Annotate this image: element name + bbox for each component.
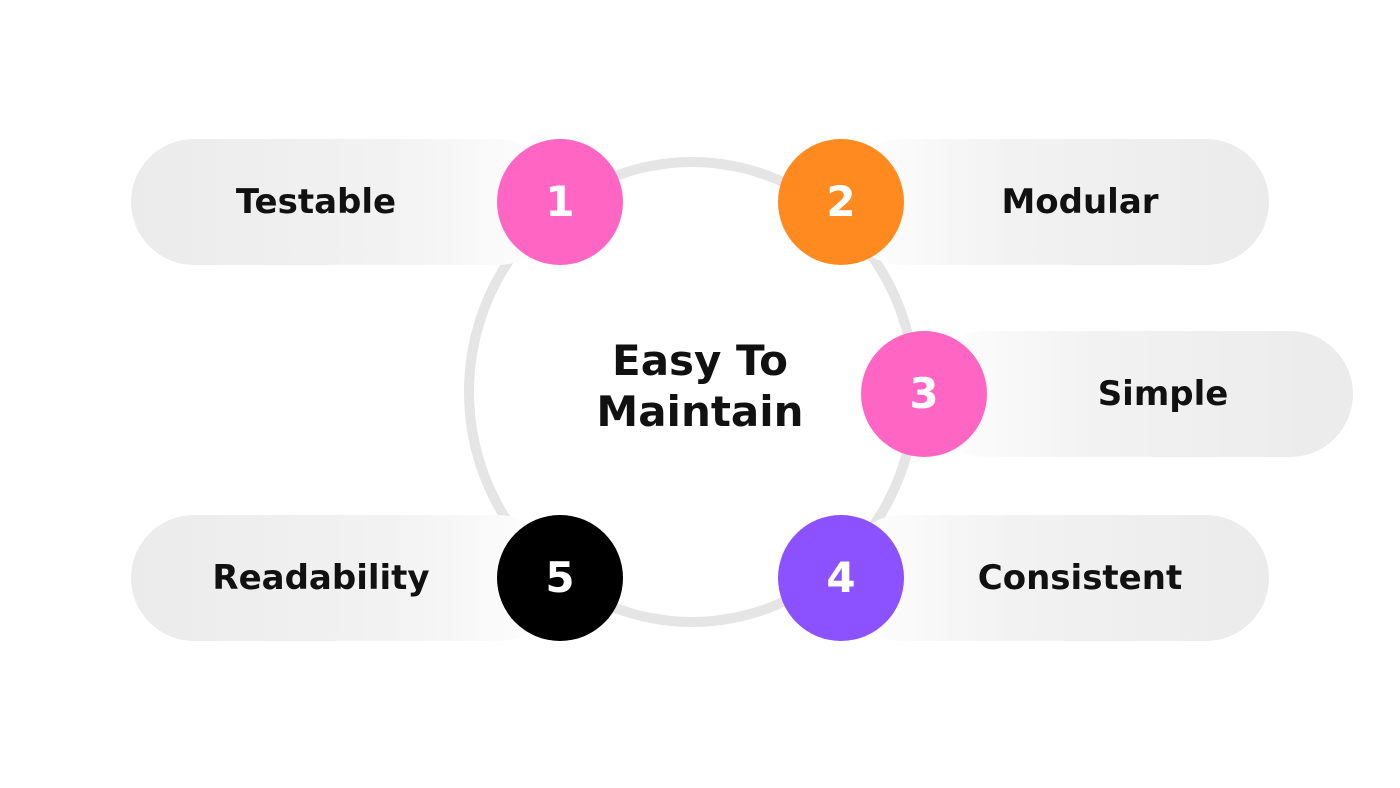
item-1-badge: 1 bbox=[497, 139, 623, 265]
item-simple-label: Simple bbox=[1097, 374, 1229, 414]
item-consistent-pill: Consistent bbox=[840, 515, 1269, 641]
item-testable-label: Testable bbox=[235, 182, 397, 222]
item-simple-pill: Simple bbox=[923, 331, 1353, 457]
item-testable-pill: Testable bbox=[131, 139, 561, 265]
item-modular-label: Modular bbox=[1001, 182, 1159, 222]
item-consistent-label: Consistent bbox=[977, 558, 1183, 598]
item-readability-label: Readability bbox=[212, 558, 430, 598]
item-readability-pill: Readability bbox=[131, 515, 561, 641]
item-2-badge: 2 bbox=[778, 139, 904, 265]
item-3-badge: 3 bbox=[861, 331, 987, 457]
center-title: Easy To Maintain bbox=[596, 336, 804, 436]
item-modular-pill: Modular bbox=[840, 139, 1269, 265]
item-5-badge: 5 bbox=[497, 515, 623, 641]
item-4-badge: 4 bbox=[778, 515, 904, 641]
